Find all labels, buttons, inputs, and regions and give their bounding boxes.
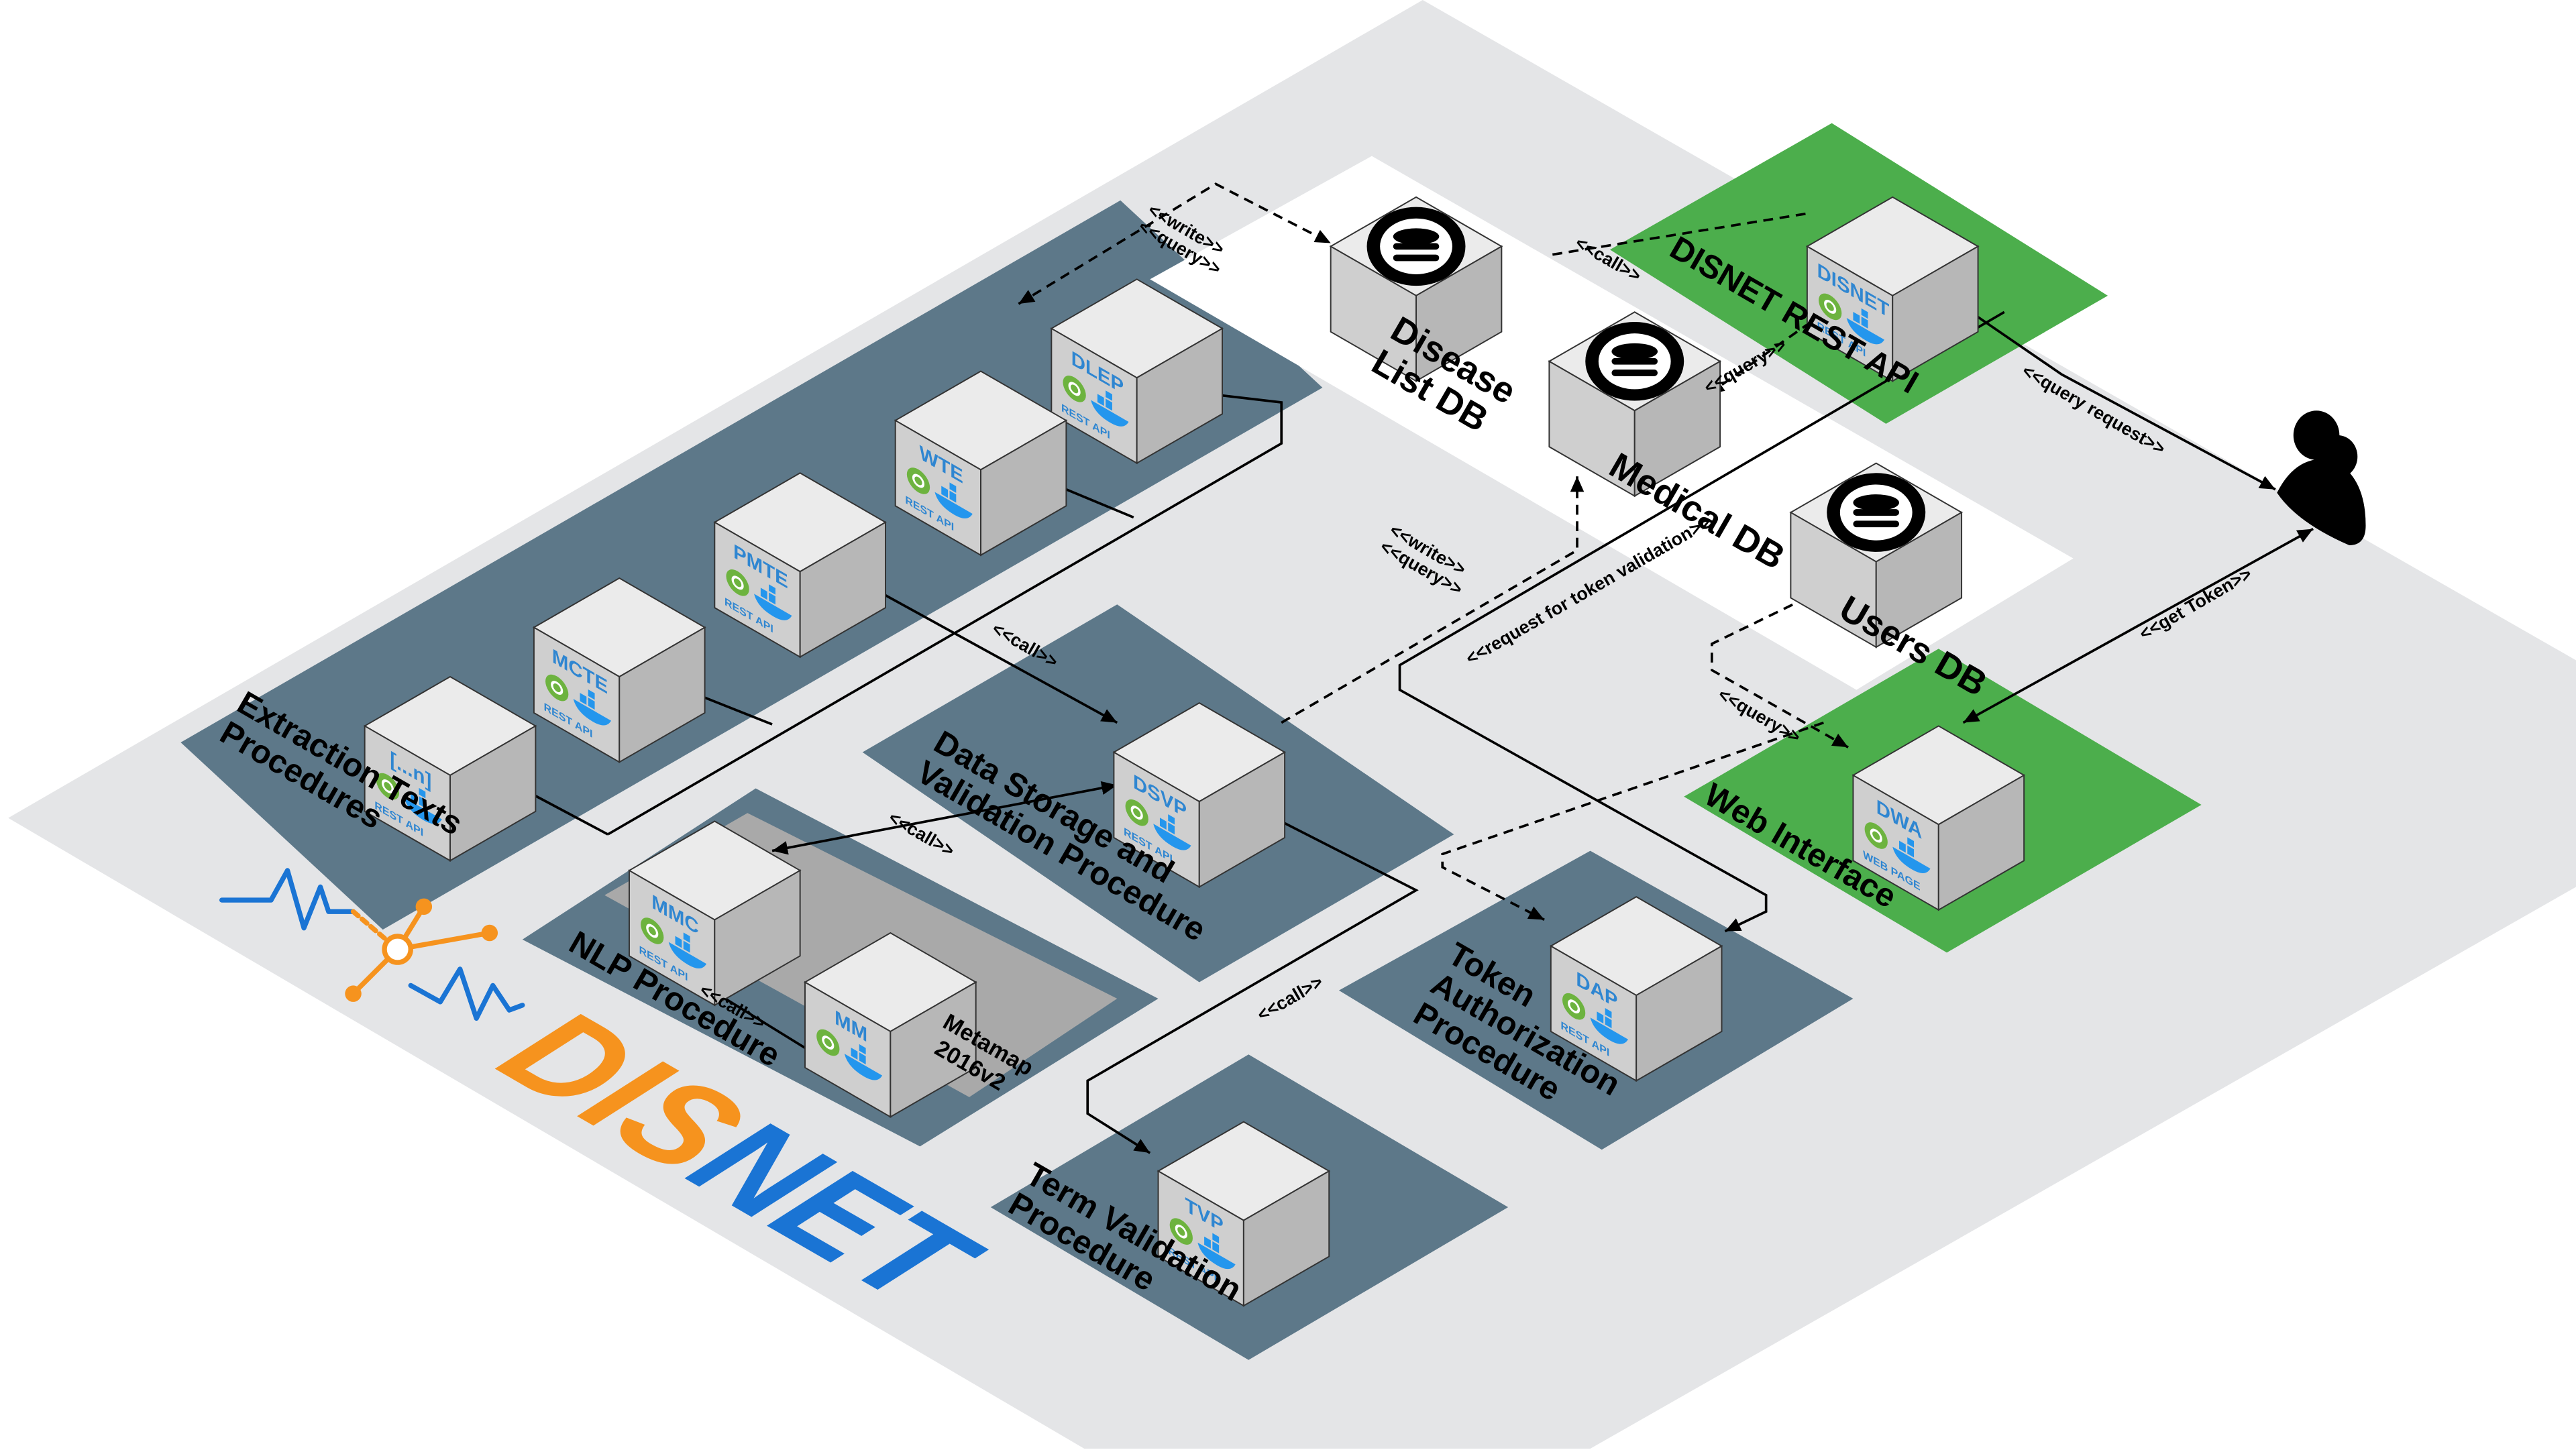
db-right-face: [1875, 511, 1963, 649]
docker-whale-icon: [754, 584, 792, 620]
db-right-face: [1633, 360, 1721, 498]
service-box-right-face: [1892, 245, 1979, 382]
power-icon: [1568, 999, 1580, 1014]
power-icon: [912, 473, 925, 488]
docker-whale-icon: [1091, 390, 1129, 427]
service-box-right-face: [619, 626, 706, 764]
docker-whale-icon: [668, 932, 707, 968]
database-medical[interactable]: [1548, 311, 1722, 498]
power-icon: [551, 681, 564, 695]
database-disease-list[interactable]: [1329, 196, 1503, 382]
docker-whale-icon: [573, 689, 612, 726]
database-users[interactable]: [1789, 462, 1964, 649]
edge-dwa-users: [1711, 587, 1849, 748]
logo-pulse-graphic: [219, 868, 525, 1021]
edge-disnet-medical: [1707, 294, 1849, 396]
docker-whale-icon: [404, 787, 442, 824]
spring-boot-icon: [1562, 993, 1586, 1020]
service-box-mm[interactable]: MM: [804, 932, 977, 1119]
logo-pulse-right: [408, 966, 525, 1021]
spring-boot-icon: [906, 467, 930, 494]
service-box-face-content: MM: [816, 1005, 883, 1080]
spring-boot-icon: [1169, 1218, 1193, 1245]
databases-layer: [1329, 196, 1964, 649]
logo-pulse-left: [219, 868, 356, 931]
service-box-right-face: [714, 869, 801, 1007]
edge-token-validation: [1398, 311, 2005, 933]
docker-whale-icon: [1153, 814, 1191, 850]
service-box-right-face: [449, 724, 537, 862]
database-icon: [1585, 322, 1684, 401]
edge-dsvp-mmc: [771, 781, 1118, 855]
db-right-face: [1415, 245, 1503, 382]
docker-whale-icon: [1197, 1233, 1236, 1270]
power-icon: [646, 924, 659, 938]
database-icon: [1366, 207, 1466, 286]
edge-dlep-disease: [1018, 182, 1332, 305]
user-icon[interactable]: [2277, 410, 2366, 546]
power-icon: [731, 575, 744, 590]
docker-whale-icon: [1590, 1008, 1628, 1044]
service-box-right-face: [1635, 944, 1723, 1082]
edge-user-dwa: [1962, 527, 2314, 724]
service-box-right-face: [890, 981, 977, 1119]
service-box-right-face: [1937, 774, 2025, 911]
docker-whale-icon: [1892, 837, 1931, 873]
docker-whale-icon: [844, 1044, 883, 1080]
power-icon: [1068, 382, 1081, 396]
service-box-right-face: [1242, 1170, 1330, 1307]
power-icon: [381, 779, 394, 793]
spring-boot-icon: [641, 917, 664, 944]
docker-whale-icon: [1846, 308, 1884, 345]
power-icon: [822, 1036, 835, 1050]
edge-user-disnet: [1946, 294, 2276, 491]
database-icon: [1827, 473, 1926, 552]
edge-pmte-dsvp: [853, 577, 1118, 724]
service-box-right-face: [980, 419, 1067, 557]
power-icon: [1130, 805, 1143, 820]
edge-disnet-call: [1552, 212, 1808, 256]
docker-whale-icon: [934, 482, 973, 518]
service-box-right-face: [1198, 750, 1286, 889]
power-icon: [1824, 299, 1837, 314]
edge-dwa-dap: [1441, 721, 1824, 922]
service-box-n[interactable]: [...n]REST API: [363, 675, 537, 862]
edges-layer: [505, 182, 2314, 1154]
service-box-right-face: [1136, 327, 1224, 465]
power-icon: [1870, 828, 1882, 843]
edge-dsvp-tvp: [1086, 803, 1419, 1154]
power-icon: [1175, 1224, 1187, 1239]
service-box-right-face: [799, 521, 886, 659]
